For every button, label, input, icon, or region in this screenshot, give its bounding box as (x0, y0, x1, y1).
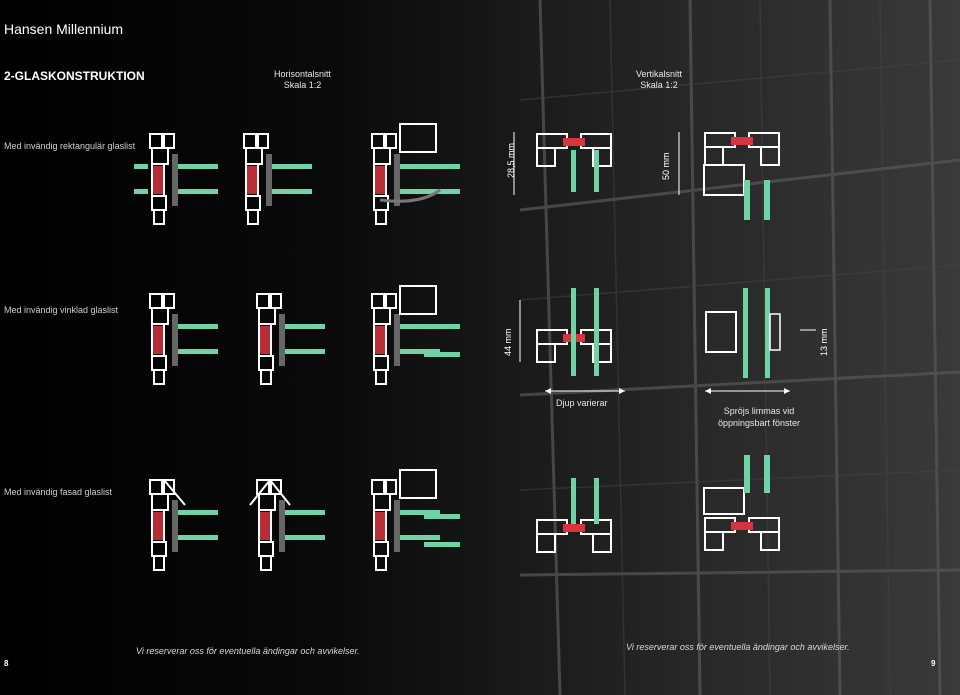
vertical-section-scale: Skala 1:2 (640, 80, 678, 90)
row-label-bevelled: Med invändig fasad glaslist (4, 487, 113, 497)
footer-disclaimer-left: Vi reserverar oss för eventuella ändinga… (136, 646, 360, 656)
mullion-note-line2: öppningsbart fönster (718, 418, 801, 428)
depth-note: Djup varierar (556, 398, 608, 408)
page-number-right: 9 (931, 659, 936, 668)
horizontal-section-title: Horisontalsnitt (274, 69, 332, 79)
row-label-rectangular: Med invändig rektangulär glaslist (4, 141, 136, 151)
page-number-left: 8 (4, 659, 9, 668)
vertical-section-header: Vertikalsnitt Skala 1:2 (636, 69, 682, 91)
mullion-note: Spröjs limmas vid öppningsbart fönster (718, 405, 800, 429)
mullion-note-line1: Spröjs limmas vid (723, 406, 795, 416)
brand-title: Hansen Millennium (4, 21, 124, 37)
row-label-angled: Med invändig vinklad glaslist (4, 305, 119, 315)
footer-disclaimer-right: Vi reserverar oss för eventuella ändinga… (626, 642, 850, 652)
horizontal-section-scale: Skala 1:2 (283, 80, 322, 90)
page-title: 2-GLASKONSTRUKTION (4, 69, 145, 83)
vertical-section-title: Vertikalsnitt (636, 69, 683, 79)
horizontal-section-header: Horisontalsnitt Skala 1:2 (274, 69, 331, 91)
